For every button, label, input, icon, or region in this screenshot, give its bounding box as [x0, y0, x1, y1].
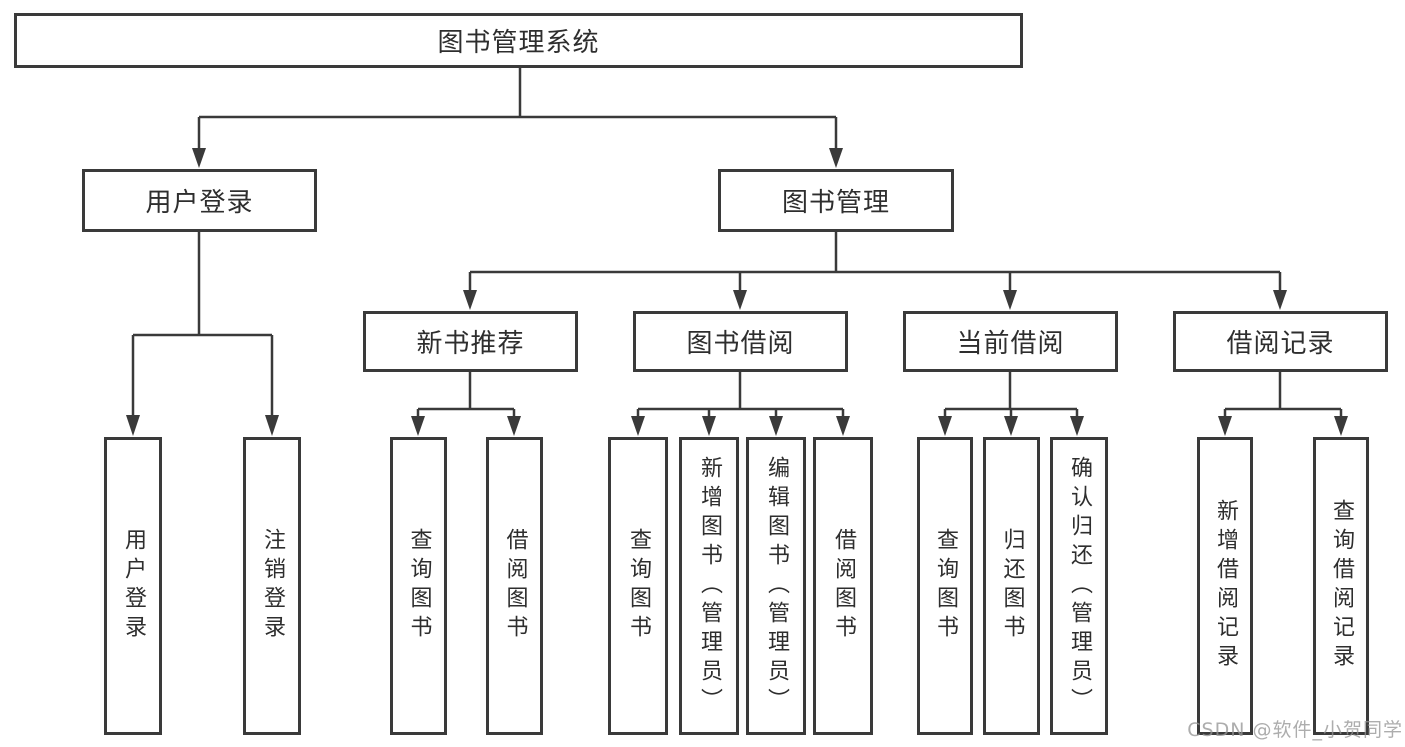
leaf-query-books-borrow-label: 查询图书	[626, 528, 651, 644]
node-book-borrow-label: 图书借阅	[686, 329, 795, 359]
node-user-login: 用户登录	[82, 169, 317, 232]
leaf-logout: 注销登录	[243, 437, 301, 735]
node-borrow-records-label: 借阅记录	[1226, 329, 1335, 359]
connector-borrow-to-leaves	[631, 372, 850, 436]
leaf-query-borrow-record: 查询借阅记录	[1313, 437, 1369, 735]
node-book-management-label: 图书管理	[781, 188, 890, 218]
leaf-user-login: 用户登录	[104, 437, 162, 735]
leaf-query-books-recommend-label: 查询图书	[406, 528, 432, 644]
leaf-edit-book-admin: 编辑图书（管理员）	[746, 437, 806, 735]
node-root: 图书管理系统	[14, 13, 1023, 68]
leaf-borrow-books: 借阅图书	[813, 437, 873, 735]
connector-records-to-leaves	[1218, 372, 1348, 436]
leaf-query-borrow-record-label: 查询借阅记录	[1329, 499, 1354, 673]
leaf-edit-book-admin-label: 编辑图书（管理员）	[764, 455, 789, 717]
leaf-borrow-books-recommend: 借阅图书	[486, 437, 543, 735]
node-borrow-records: 借阅记录	[1173, 311, 1388, 372]
node-root-label: 图书管理系统	[437, 28, 600, 58]
node-current-borrow-label: 当前借阅	[956, 329, 1065, 359]
node-current-borrow: 当前借阅	[903, 311, 1118, 372]
leaf-add-book-admin-label: 新增图书（管理员）	[697, 455, 722, 717]
node-book-borrow: 图书借阅	[633, 311, 848, 372]
leaf-borrow-books-recommend-label: 借阅图书	[502, 528, 528, 644]
leaf-return-books-label: 归还图书	[999, 528, 1025, 644]
leaf-logout-label: 注销登录	[260, 528, 285, 644]
node-new-book-recommend-label: 新书推荐	[416, 329, 525, 359]
leaf-query-books-recommend: 查询图书	[390, 437, 447, 735]
watermark: CSDN @软件_小贺同学	[1187, 719, 1403, 741]
leaf-query-books-current: 查询图书	[917, 437, 973, 735]
leaf-return-books: 归还图书	[983, 437, 1040, 735]
leaf-borrow-books-label: 借阅图书	[831, 528, 856, 644]
connector-bookmgmt-to-level3	[463, 232, 1287, 310]
leaf-query-books-current-label: 查询图书	[933, 528, 958, 644]
leaf-confirm-return-admin: 确认归还（管理员）	[1050, 437, 1108, 735]
node-new-book-recommend: 新书推荐	[363, 311, 578, 372]
leaf-user-login-label: 用户登录	[121, 528, 146, 644]
connector-current-to-leaves	[938, 372, 1084, 436]
connector-newbook-to-leaves	[411, 372, 521, 436]
leaf-query-books-borrow: 查询图书	[608, 437, 668, 735]
leaf-add-borrow-record: 新增借阅记录	[1197, 437, 1253, 735]
leaf-add-book-admin: 新增图书（管理员）	[679, 437, 739, 735]
connector-userlogin-to-leaves	[126, 232, 279, 436]
leaf-confirm-return-admin-label: 确认归还（管理员）	[1067, 455, 1092, 717]
leaf-add-borrow-record-label: 新增借阅记录	[1213, 499, 1238, 673]
node-book-management: 图书管理	[718, 169, 954, 232]
node-user-login-label: 用户登录	[145, 188, 254, 218]
connector-root-to-level2	[192, 68, 843, 168]
